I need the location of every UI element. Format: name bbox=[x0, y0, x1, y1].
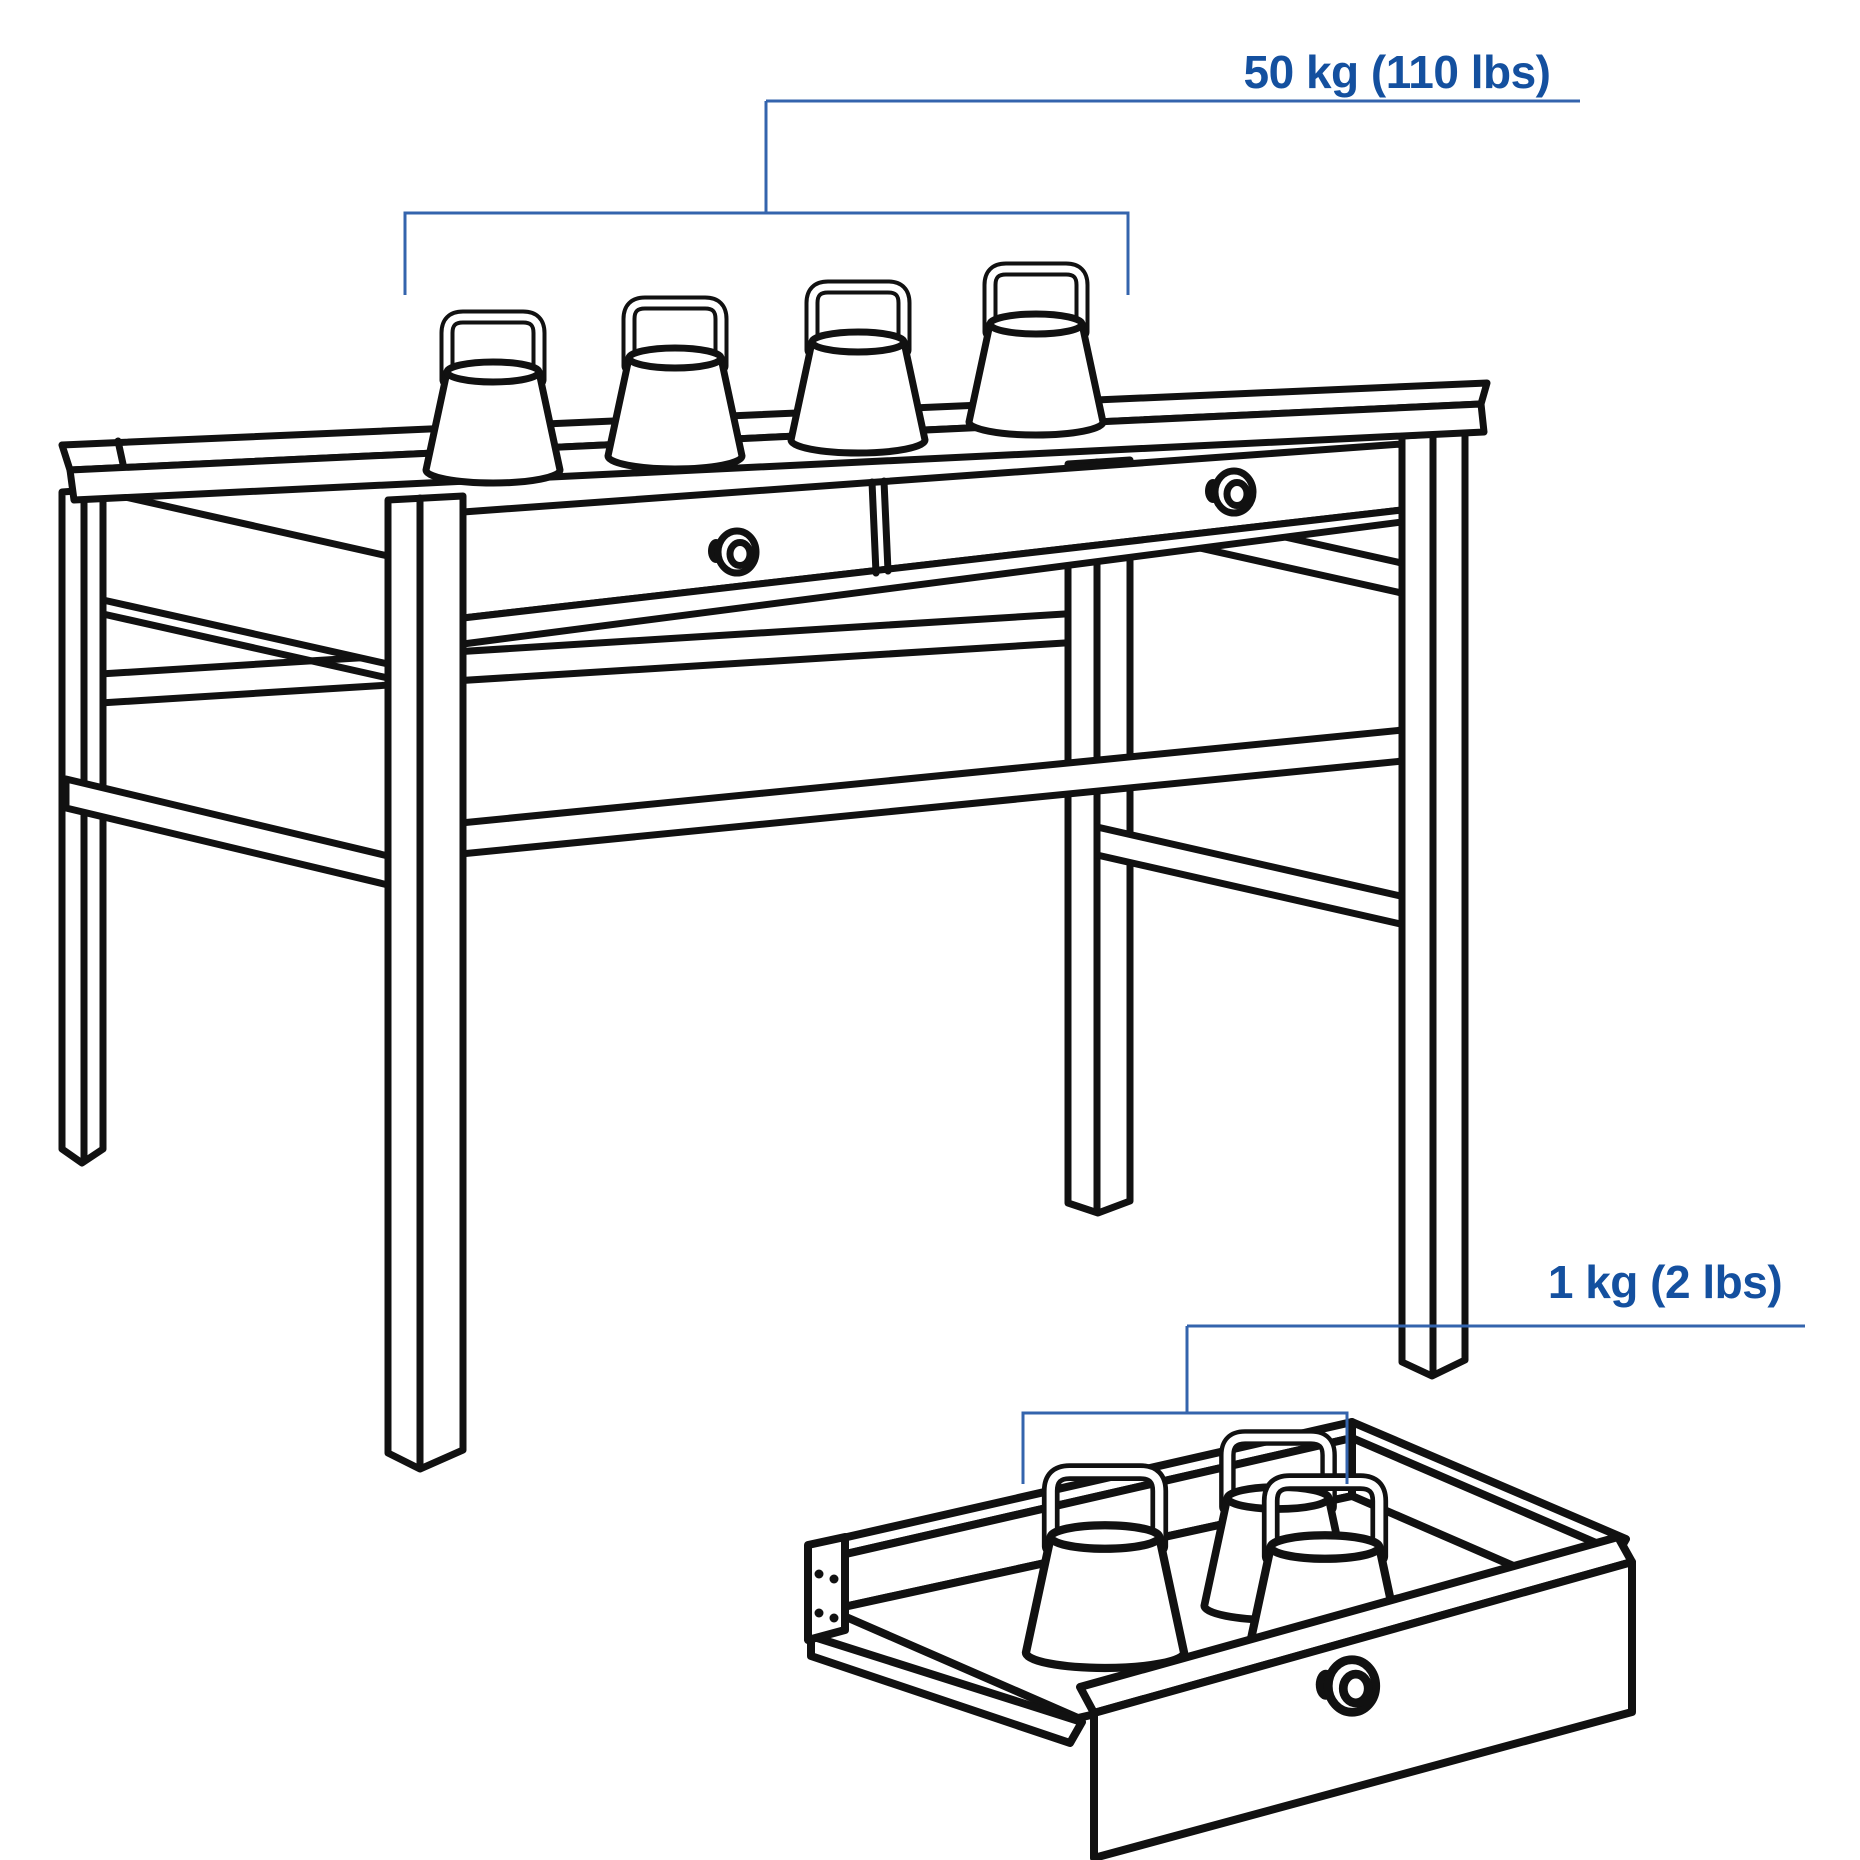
desk-side-apron-left bbox=[99, 488, 392, 668]
desk-tabletop bbox=[58, 379, 1491, 504]
desk-side-apron-left-edge bbox=[99, 610, 392, 682]
tabletop-capacity-label: 50 kg (110 lbs) bbox=[1244, 46, 1551, 98]
tabletop-seam bbox=[114, 437, 127, 468]
open-drawer-line-art bbox=[804, 1418, 1636, 1860]
drawer-divider-line bbox=[880, 477, 892, 575]
drawer-capacity-label: 1 kg (2 lbs) bbox=[1548, 1256, 1782, 1308]
tabletop-capacity-annotation: 50 kg (110 lbs) bbox=[403, 46, 1580, 295]
weight-icon bbox=[969, 269, 1103, 435]
desk-leg-rear-left bbox=[58, 485, 107, 1167]
drawer-right-wall-edge bbox=[1348, 1434, 1614, 1553]
weight-icon bbox=[608, 303, 742, 469]
drawer-left-wall bbox=[807, 1632, 1086, 1747]
desk-side-stretcher-left bbox=[62, 775, 434, 899]
weight-icon bbox=[791, 287, 925, 453]
desk-side-stretcher-right bbox=[1093, 823, 1444, 937]
desk-front-stretcher bbox=[416, 723, 1437, 862]
drawer-corner-post bbox=[804, 1533, 849, 1644]
drawer-capacity-annotation: 1 kg (2 lbs) bbox=[1021, 1256, 1805, 1484]
desk-line-art bbox=[58, 269, 1491, 1473]
span-bracket bbox=[1021, 1411, 1349, 1484]
desk-leg-front-right bbox=[1398, 428, 1469, 1380]
weight-icon bbox=[426, 317, 560, 483]
desk-leg-front-left bbox=[384, 492, 467, 1473]
span-bracket bbox=[403, 211, 1130, 295]
drawer-divider-line bbox=[868, 478, 880, 577]
